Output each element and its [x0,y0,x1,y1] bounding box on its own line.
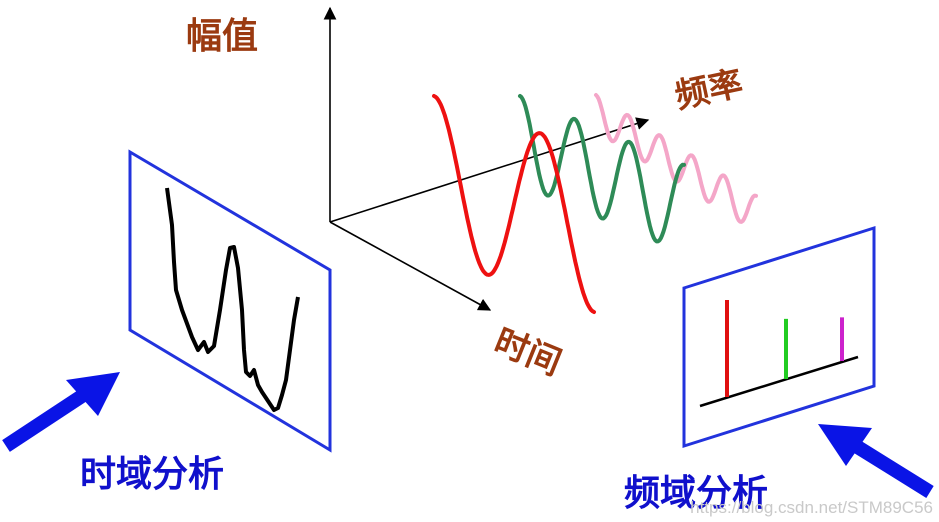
time-signal [165,187,300,412]
time-domain-panel [128,149,332,453]
axes [323,6,650,311]
freq-panel-frame [682,225,876,449]
wave-red [432,94,596,314]
component-waves [432,93,758,314]
frequency-axis [329,117,650,223]
frequency-label: 频率 [672,64,747,117]
time-axis [329,221,492,311]
time-label: 时间 [489,321,567,384]
watermark: https://blog.csdn.net/STM89C56 [690,498,933,517]
amplitude-label: 幅值 [186,16,258,57]
arrow-left-icon [2,372,120,452]
time-panel-frame [128,149,332,453]
time-domain-analysis-title: 时域分析 [80,454,224,495]
wave-green [518,94,686,244]
frequency-domain-analysis-title: 频域分析 [624,473,768,514]
frequency-domain-panel [682,225,876,449]
spectrum-baseline [699,355,859,408]
arrow-right-icon [818,424,934,498]
spectrum-lines [725,300,844,397]
